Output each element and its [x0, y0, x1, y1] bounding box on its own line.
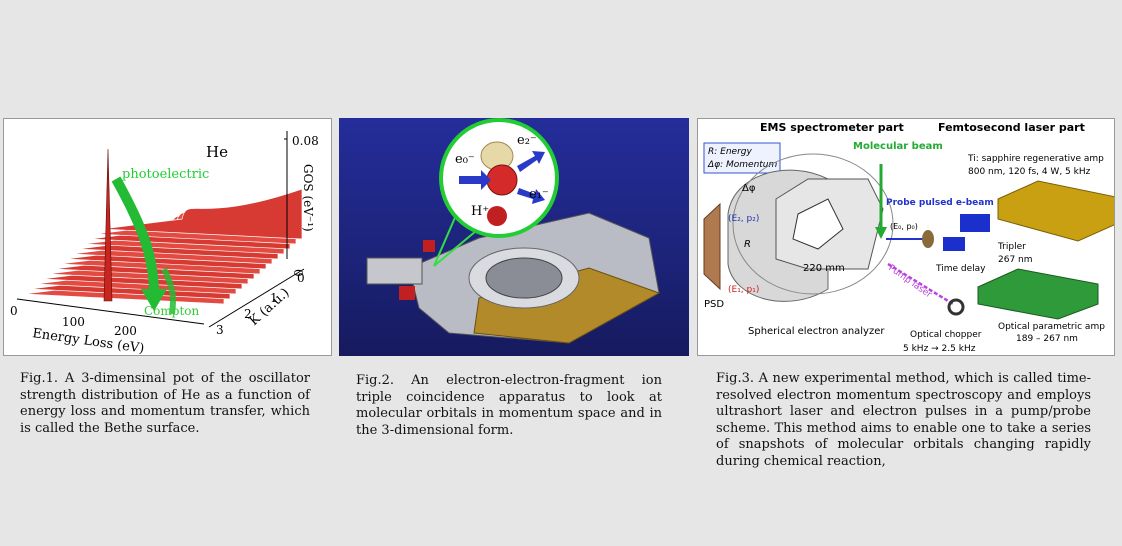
laser-part-title: Femtosecond laser part [938, 121, 1085, 134]
opa-box [977, 268, 1099, 320]
fig2-caption: Fig.2. An electron-electron-fragment ion… [356, 373, 662, 438]
photocathode [922, 230, 934, 248]
opa-wavelength: 189 – 267 nm [1016, 334, 1078, 344]
e0-arrow-icon [459, 170, 491, 190]
zoom-line [433, 212, 458, 267]
red-part [423, 240, 435, 252]
dphi-label: Δφ [742, 183, 756, 194]
surface-sheet [101, 188, 303, 240]
k-tick-1: 1 [270, 291, 278, 305]
probe-label: Probe pulsed e-beam [886, 198, 994, 208]
legend-momentum: Δφ: Momentum [707, 160, 777, 170]
tripler-box [960, 214, 990, 232]
fig3-caption: Fig.3. A new experimental method, which … [716, 371, 1091, 469]
energy-tick-200: 200 [114, 324, 137, 338]
chopper-icon [947, 298, 965, 316]
k-tick-0: 0 [297, 271, 305, 285]
e2-arrow-icon [517, 151, 545, 172]
psd-detector [703, 202, 721, 291]
legend-energy: R: Energy [708, 147, 752, 157]
opa-label: Optical parametric amp [998, 322, 1105, 332]
analyzer-core [792, 198, 844, 250]
molecular-beam-label: Molecular beam [853, 141, 943, 152]
diameter-label: 220 mm [803, 263, 845, 274]
k-tick-3: 3 [216, 323, 224, 337]
psd-label: PSD [704, 299, 724, 310]
e2p2-label: (E₂, p₂) [728, 214, 759, 224]
ems-part-title: EMS spectrometer part [760, 121, 904, 134]
arrowhead-icon [141, 289, 167, 311]
probe-sub-label: (E₀, p₀) [890, 222, 918, 231]
e1-label: e₁⁻ [529, 187, 549, 202]
bethe-surface-figure: He photoelectric Compton 0.08 0 GOS (eV⁻… [3, 118, 332, 356]
energy-axis [16, 298, 205, 325]
chopper-rate: 5 kHz → 2.5 kHz [903, 344, 976, 354]
energy-tick-100: 100 [62, 315, 85, 329]
time-delay-label: Time delay [935, 264, 986, 274]
ti-sapphire-label: Ti: sapphire regenerative amp [967, 154, 1104, 164]
e0-label: e₀⁻ [455, 152, 475, 167]
surface-sheets [23, 188, 303, 305]
analyzer-ring [732, 153, 894, 295]
photoelectric-label: photoelectric [122, 167, 209, 182]
k-axis [208, 268, 305, 328]
delay-stage [943, 237, 965, 251]
legend-box [703, 142, 781, 174]
pump-laser-beam [887, 262, 954, 306]
gos-axis-label: GOS (eV⁻¹) [301, 164, 315, 232]
surface-spike [103, 148, 113, 302]
energy-tick-0: 0 [10, 304, 18, 318]
r-label: R [744, 239, 751, 250]
orbital-center [486, 164, 518, 196]
e2-label: e₂⁻ [517, 133, 537, 148]
electron-gun [366, 257, 423, 285]
tripler-wavelength: 267 nm [998, 255, 1033, 265]
compton-arrow [161, 267, 176, 315]
ti-sapphire-box [997, 180, 1114, 242]
apparatus-figure: e₀⁻ e₂⁻ e₁⁻ H⁺ [339, 118, 689, 356]
photoelectric-arrow [111, 176, 159, 295]
ti-sapphire-spec: 800 nm, 120 fs, 4 W, 5 kHz [968, 167, 1091, 177]
e1-arrow-icon [517, 188, 545, 204]
bethe-surface-plot: He photoelectric Compton 0.08 0 GOS (eV⁻… [10, 131, 319, 355]
gos-tick-top: 0.08 [292, 134, 319, 148]
arrowhead-icon [875, 227, 887, 239]
hplus-label: H⁺ [471, 204, 489, 219]
pump-laser-label: Pump laser [886, 263, 933, 300]
chopper-label: Optical chopper [910, 330, 982, 340]
td-ems-schematic: EMS spectrometer part Femtosecond laser … [703, 121, 1114, 354]
compton-label: Compton [144, 304, 200, 318]
inner-ring [485, 257, 563, 299]
gos-tick-bottom: 0 [291, 269, 305, 277]
red-part [399, 286, 415, 300]
fig1-caption: Fig.1. A 3-dimensinal pot of the oscilla… [20, 371, 310, 436]
analyzer-label: Spherical electron analyzer [748, 326, 885, 337]
td-ems-figure: EMS spectrometer part Femtosecond laser … [697, 118, 1115, 356]
element-label: He [206, 143, 228, 161]
e1p1-label: (E₁, p₁) [728, 285, 759, 295]
k-tick-2: 2 [244, 307, 252, 321]
apparatus-render: e₀⁻ e₂⁻ e₁⁻ H⁺ [366, 118, 661, 344]
tripler-label: Tripler [997, 242, 1026, 252]
hplus-fragment [487, 206, 507, 226]
